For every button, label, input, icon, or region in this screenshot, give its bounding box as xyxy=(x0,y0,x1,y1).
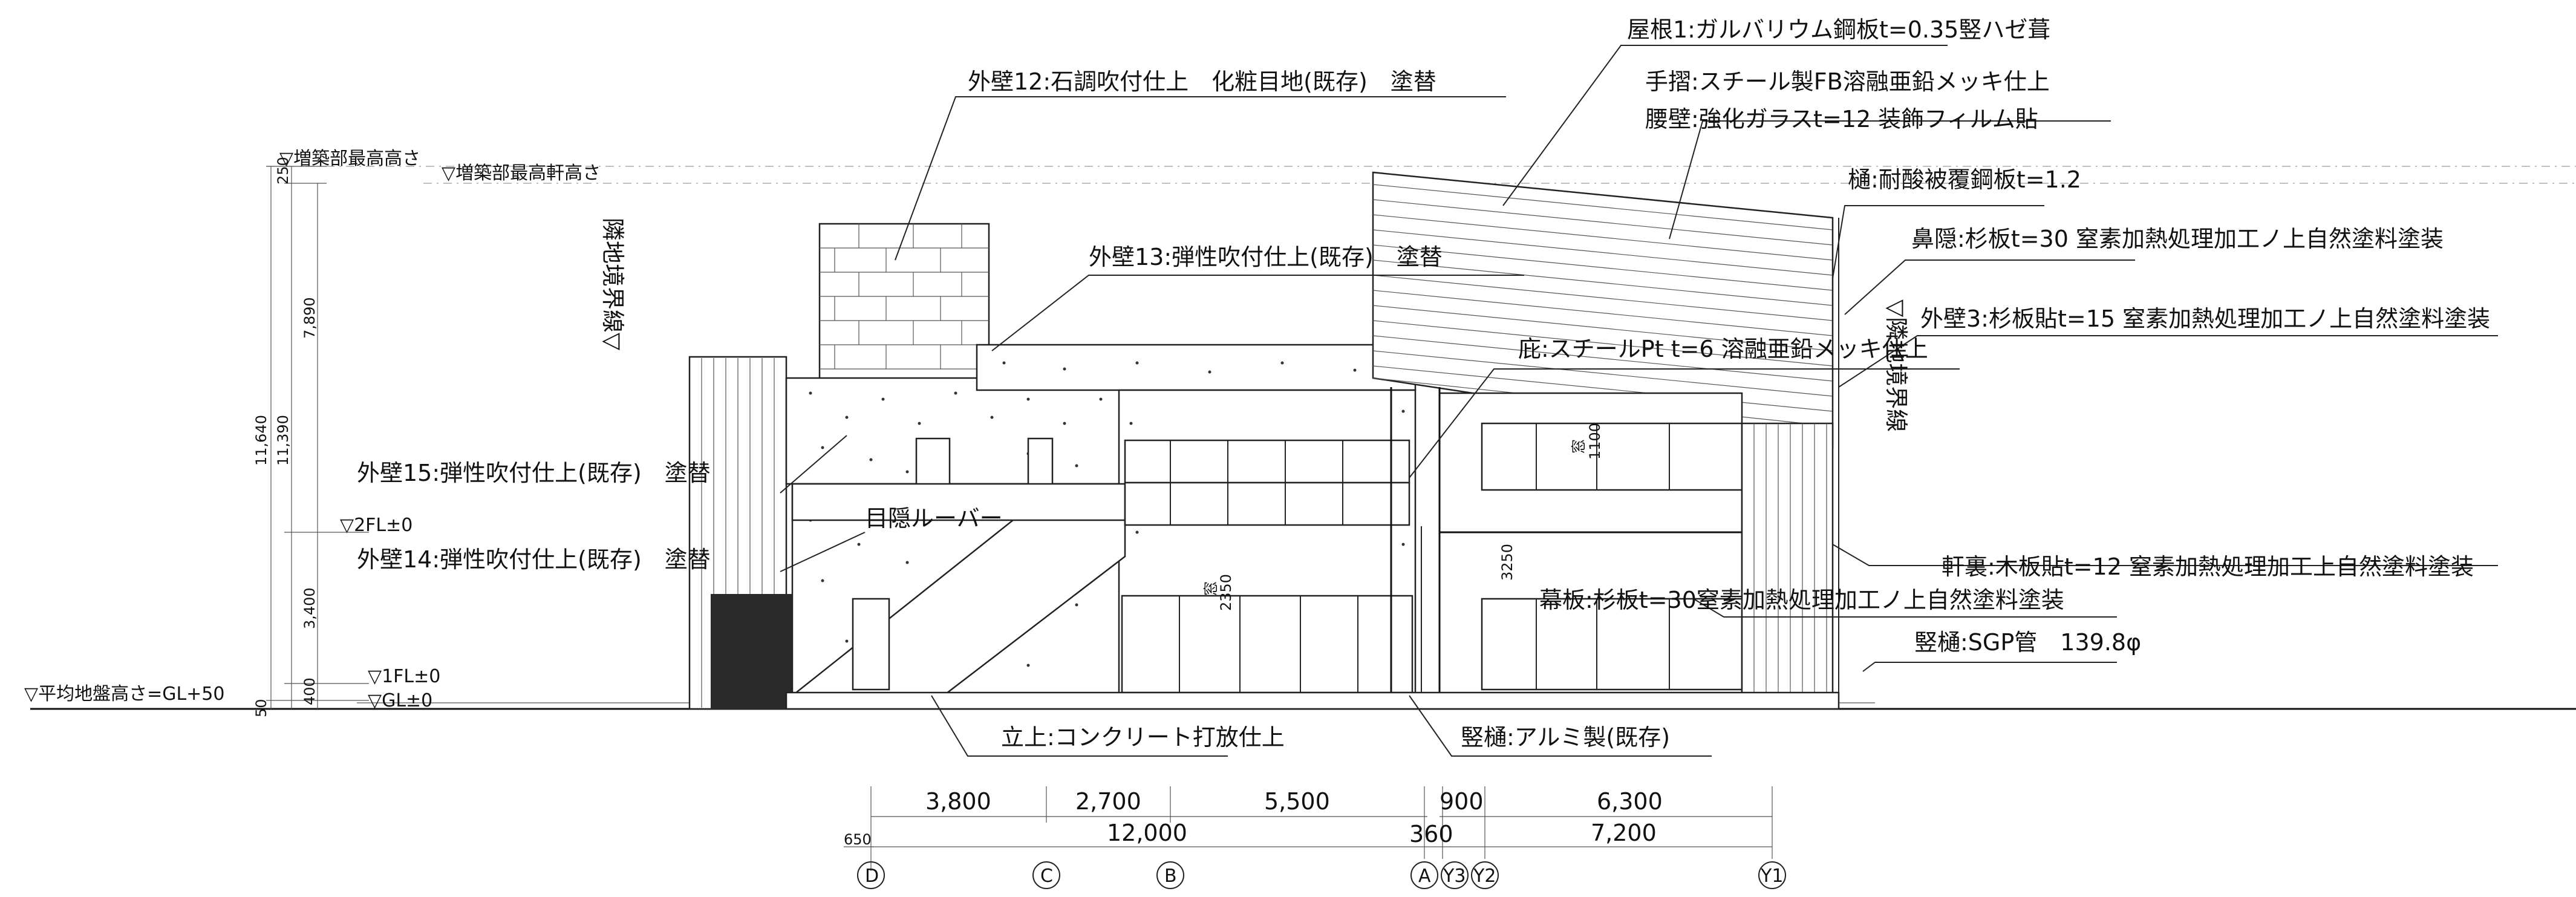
plan-dim-360: 360 xyxy=(1409,821,1453,847)
dim-400: 400 xyxy=(301,677,318,705)
boundary-label-right: ▽隣地境界線 xyxy=(1883,299,1909,432)
note-canopy: 庇:スチールPt t=6 溶融亜鉛メッキ仕上 xyxy=(1518,336,1928,362)
note-fascia: 鼻隠:杉板t=30 窒素加熱処理加工ノ上自然塗料塗装 xyxy=(1911,226,2444,252)
plan-dim-12000: 12,000 xyxy=(1107,820,1187,846)
chimney xyxy=(818,223,990,382)
leaders xyxy=(780,45,2498,757)
right-siding xyxy=(1741,422,1834,709)
right-upper-window xyxy=(1481,422,1743,491)
note-downpipe-alu: 竪樋:アルミ製(既存) xyxy=(1461,724,1670,751)
note-downpipe-sgp: 竪樋:SGP管 139.8φ xyxy=(1914,629,2141,656)
plan-dim-900: 900 xyxy=(1440,788,1484,815)
grid-bubble-c xyxy=(1032,861,1060,889)
plan-dim-6300: 6,300 xyxy=(1597,788,1663,815)
note-curtain: 幕板:杉板t=30窒素加熱処理加工ノ上自然塗料塗装 xyxy=(1539,587,2064,613)
dim-7890: 7,890 xyxy=(301,297,318,339)
grid-label-y3: Y3 xyxy=(1443,866,1466,887)
note-gutter: 樋:耐酸被覆鋼板t=1.2 xyxy=(1848,166,2081,193)
dim-1100: 1100 xyxy=(1586,423,1603,460)
plan-dimensions xyxy=(844,786,1773,871)
ground-window-band xyxy=(1121,595,1414,694)
grid-bubble-a xyxy=(1410,861,1438,889)
plan-dim-650: 650 xyxy=(844,831,872,848)
note-wall13: 外壁13:弾性吹付仕上(既存) 塗替 xyxy=(1089,244,1443,270)
vertical-dimensions: 250 7,890 11,640 11,390 3,400 400 50 xyxy=(253,157,369,717)
note-roof: 屋根1:ガルバリウム鋼板t=0.35竪ハゼ葺 xyxy=(1627,16,2050,43)
stair-door xyxy=(852,598,890,691)
grid-axes: D C B A Y3 Y2 Y1 xyxy=(857,861,1786,889)
grid-label-y2: Y2 xyxy=(1473,866,1496,887)
dim-50: 50 xyxy=(253,699,270,717)
note-parapet: 腰壁:強化ガラスt=12 装飾フィルム貼 xyxy=(1645,106,2038,132)
dark-gate xyxy=(711,594,795,709)
win-label: 窓 xyxy=(1570,439,1587,454)
level-2fl: ▽2FL±0 xyxy=(340,515,412,536)
note-handrail: 手摺:スチール製FB溶融亜鉛メッキ仕上 xyxy=(1645,68,2050,95)
dim-11640: 11,640 xyxy=(253,415,270,466)
parapet-wall xyxy=(976,344,1417,391)
level-gl: ▽GL±0 xyxy=(368,690,432,711)
grid-label-a: A xyxy=(1418,866,1431,887)
note-wall12: 外壁12:石調吹付仕上 化粧目地(既存) 塗替 xyxy=(968,68,1436,95)
concrete-base xyxy=(785,691,1840,710)
note-louver: 目隠ルーバー xyxy=(865,505,1003,532)
note-wall15: 外壁15:弾性吹付仕上(既存) 塗替 xyxy=(357,460,711,486)
plan-dim-7200: 7,200 xyxy=(1591,820,1657,846)
grid-bubble-y3 xyxy=(1441,861,1469,889)
dim-3250: 3250 xyxy=(1499,544,1516,581)
level-max-height: ▽増築部最高高さ xyxy=(279,148,420,169)
dim-11390: 11,390 xyxy=(275,415,292,466)
privacy-louver xyxy=(791,483,1126,521)
note-wall3: 外壁3:杉板貼t=15 窒素加熱処理加工ノ上自然塗料塗装 xyxy=(1920,305,2490,332)
level-1fl: ▽1FL±0 xyxy=(368,666,440,687)
dim-3400: 3,400 xyxy=(301,587,318,629)
note-soffit: 軒裏:木板貼t=12 窒素加熱処理加工上自然塗料塗装 xyxy=(1942,553,2474,580)
dim-250: 250 xyxy=(275,157,292,184)
dim-2350: 2350 xyxy=(1218,574,1234,611)
plan-dim-2700: 2,700 xyxy=(1075,788,1141,815)
plan-dim-3800: 3,800 xyxy=(925,788,991,815)
level-max-eave: ▽増築部最高軒高さ xyxy=(442,163,601,184)
level-avg-ground: ▽平均地盤高さ=GL+50 xyxy=(24,683,224,705)
note-base: 立上:コンクリート打放仕上 xyxy=(1001,724,1285,751)
grid-label-d: D xyxy=(865,866,879,887)
win-label-2: 窓 xyxy=(1202,581,1219,596)
grid-bubble-y2 xyxy=(1471,861,1499,889)
grid-bubble-b xyxy=(1156,861,1184,889)
glass-parapet xyxy=(1124,481,1410,526)
grid-label-y1: Y1 xyxy=(1760,866,1783,887)
grid-bubble-y1 xyxy=(1758,861,1786,889)
boundary-label-left: 隣地境界線▽ xyxy=(599,218,626,351)
building-elevation xyxy=(688,171,1840,710)
grid-label-b: B xyxy=(1164,866,1177,887)
plan-dim-5500: 5,500 xyxy=(1264,788,1330,815)
grid-bubble-d xyxy=(857,861,885,889)
note-wall14: 外壁14:弾性吹付仕上(既存) 塗替 xyxy=(357,546,711,573)
upper-window-band xyxy=(1124,439,1410,484)
grid-label-c: C xyxy=(1040,866,1053,887)
